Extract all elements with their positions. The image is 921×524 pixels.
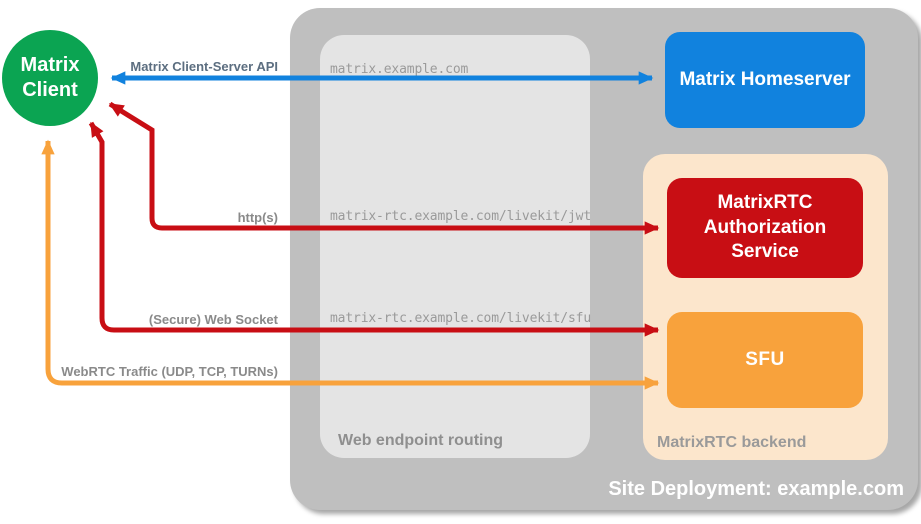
matrix-client-label: Matrix Client bbox=[20, 54, 80, 101]
matrix-homeserver-node: Matrix Homeserver bbox=[665, 32, 865, 128]
matrix-homeserver-label: Matrix Homeserver bbox=[679, 69, 851, 90]
matrixrtc-auth-service-node: MatrixRTC Authorization Service bbox=[667, 178, 863, 278]
endpoint-url-livekit-jwt: matrix-rtc.example.com/livekit/jwt bbox=[330, 209, 592, 224]
client-server-api-label: Matrix Client-Server API bbox=[130, 59, 278, 74]
web-socket-label: (Secure) Web Socket bbox=[148, 312, 278, 327]
web-endpoint-routing-label: Web endpoint routing bbox=[338, 432, 504, 449]
matrixrtc-auth-service-label: MatrixRTC Authorization Service bbox=[703, 191, 827, 263]
web-endpoint-routing-container: Web endpoint routing bbox=[320, 35, 590, 458]
matrix-client-node: Matrix Client bbox=[2, 30, 98, 126]
endpoint-url-livekit-sfu: matrix-rtc.example.com/livekit/sfu bbox=[330, 311, 592, 326]
endpoint-url-homeserver: matrix.example.com bbox=[330, 62, 469, 77]
sfu-label: SFU bbox=[745, 349, 785, 370]
sfu-node: SFU bbox=[667, 312, 863, 408]
matrixrtc-backend-label: MatrixRTC backend bbox=[657, 434, 807, 451]
webrtc-traffic-label: WebRTC Traffic (UDP, TCP, TURNs) bbox=[61, 364, 278, 379]
site-deployment-label: Site Deployment: example.com bbox=[608, 478, 904, 500]
https-label: http(s) bbox=[237, 210, 278, 225]
